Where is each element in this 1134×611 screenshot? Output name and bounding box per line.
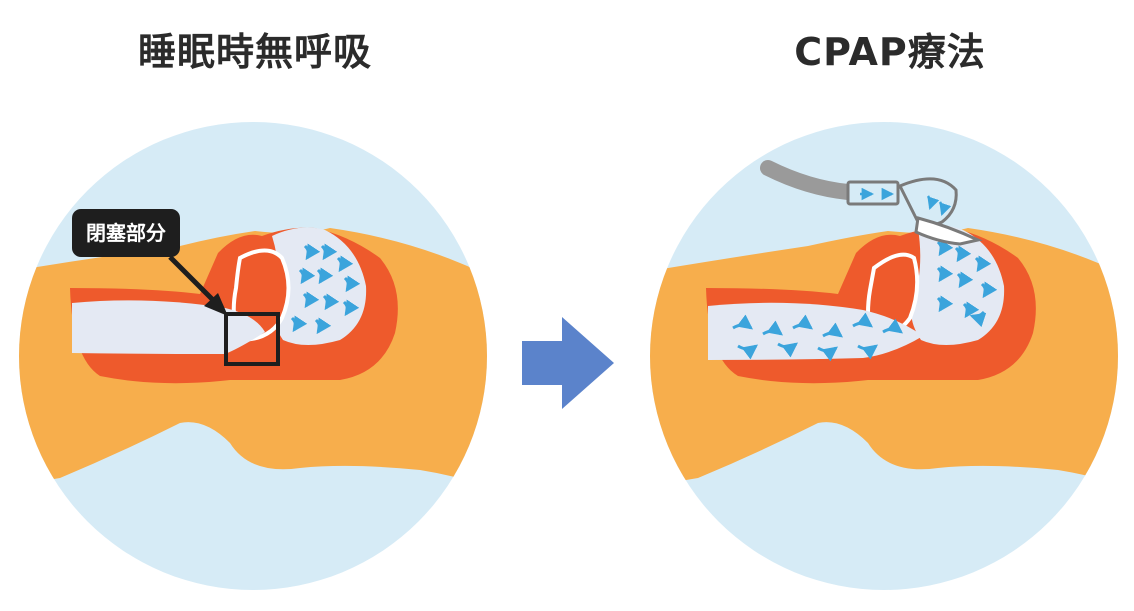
blockage-frame — [224, 312, 280, 366]
airflow-arrows — [290, 243, 361, 335]
mask-airflow — [860, 187, 952, 216]
blockage-callout: 閉塞部分 — [72, 209, 180, 257]
cpap-illustration — [638, 118, 1134, 598]
mask-cushion — [914, 216, 983, 246]
title-cpap-therapy: CPAP療法 — [794, 30, 986, 74]
title-sleep-apnea: 睡眠時無呼吸 — [137, 30, 372, 74]
airflow-arrows — [732, 239, 998, 362]
apnea-illustration — [0, 118, 496, 598]
right-arrow-icon — [522, 317, 614, 409]
cpap-tube — [760, 160, 856, 200]
